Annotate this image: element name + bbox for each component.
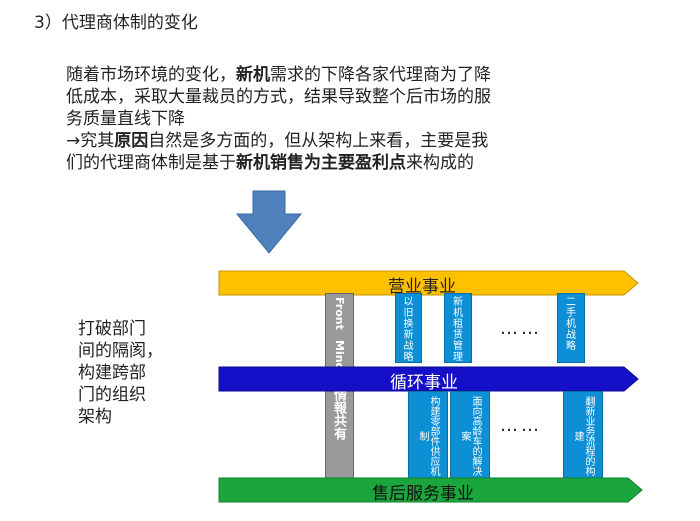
side-note-line: 构建跨部 bbox=[78, 363, 146, 383]
middle-band-arrow bbox=[218, 366, 639, 392]
lower-box: 构建零部件供应机制 bbox=[408, 391, 448, 479]
lower-box-text: 构建零部件供应机制 bbox=[417, 396, 439, 476]
gray-column-upper-text: Front bbox=[333, 297, 346, 330]
side-note-line: 打破部门 bbox=[78, 319, 146, 339]
lower-box: 翻新业务流程的构建 bbox=[563, 391, 603, 479]
lower-ellipsis: …… bbox=[500, 415, 542, 436]
text-run: 们的代理商体制是基于 bbox=[66, 153, 236, 173]
side-note: 打破部门 间的隔阂， 构建跨部 门的组织 架构 bbox=[78, 318, 168, 428]
middle-band-label: 循环事业 bbox=[390, 373, 458, 393]
text-run: 来构成的 bbox=[406, 153, 474, 173]
lower-box-text: 翻新业务流程的构建 bbox=[572, 396, 594, 476]
top-band-arrow bbox=[218, 270, 639, 296]
side-note-line: 门的组织 bbox=[78, 385, 146, 405]
gray-column-mid-text: Mind bbox=[333, 340, 346, 371]
paragraph-line-1: 随着市场环境的变化，新机需求的下降各家代理商为了降 bbox=[66, 64, 566, 86]
paragraph-line-4: →究其原因自然是多方面的，但从架构上来看，主要是我 bbox=[66, 130, 566, 152]
paragraph-line-3: 务质量直线下降 bbox=[66, 109, 185, 129]
lower-box: 面向高龄车的解决案 bbox=[450, 391, 490, 479]
text-run: 自然是多方面的，但从架构上来看，主要是我 bbox=[148, 131, 489, 151]
upper-box: 二手机战略 bbox=[557, 293, 585, 363]
lower-box-text: 面向高龄车的解决案 bbox=[459, 396, 481, 476]
text-run: →究其 bbox=[66, 131, 115, 151]
upper-box-text: 以旧换新战略 bbox=[403, 297, 414, 363]
paragraph-line-5: 们的代理商体制是基于新机销售为主要盈利点来构成的 bbox=[66, 152, 566, 174]
bottom-band-arrow bbox=[218, 477, 643, 503]
bottom-band-label: 售后服务事业 bbox=[372, 484, 474, 504]
side-note-line: 间的隔阂， bbox=[78, 341, 163, 361]
upper-box: 以旧换新战略 bbox=[395, 293, 422, 363]
heading: 3）代理商体制的变化 bbox=[34, 13, 198, 33]
upper-ellipsis: …… bbox=[500, 318, 542, 339]
top-band-label: 营业事业 bbox=[388, 277, 456, 297]
bold-text-run: 新机销售为主要盈利点 bbox=[236, 153, 406, 173]
text-run: 随着市场环境的变化， bbox=[66, 65, 236, 85]
bold-text-run: 原因 bbox=[114, 131, 149, 151]
upper-box-text: 新机租赁管理 bbox=[453, 297, 463, 363]
upper-box: 新机租赁管理 bbox=[444, 293, 472, 363]
down-arrow-icon bbox=[236, 190, 302, 254]
paragraph-line-2: 低成本，采取大量裁员的方式，结果导致整个后市场的服 bbox=[66, 87, 491, 107]
side-note-line: 架构 bbox=[78, 407, 112, 427]
bold-text-run: 新机 bbox=[236, 65, 270, 85]
upper-box-text: 二手机战略 bbox=[566, 297, 576, 352]
gray-column-lower-text: 情報共有 bbox=[331, 388, 346, 440]
text-run: 需求的下降各家代理商为了降 bbox=[270, 65, 491, 85]
main-paragraph: 随着市场环境的变化，新机需求的下降各家代理商为了降 低成本，采取大量裁员的方式，… bbox=[66, 64, 566, 174]
